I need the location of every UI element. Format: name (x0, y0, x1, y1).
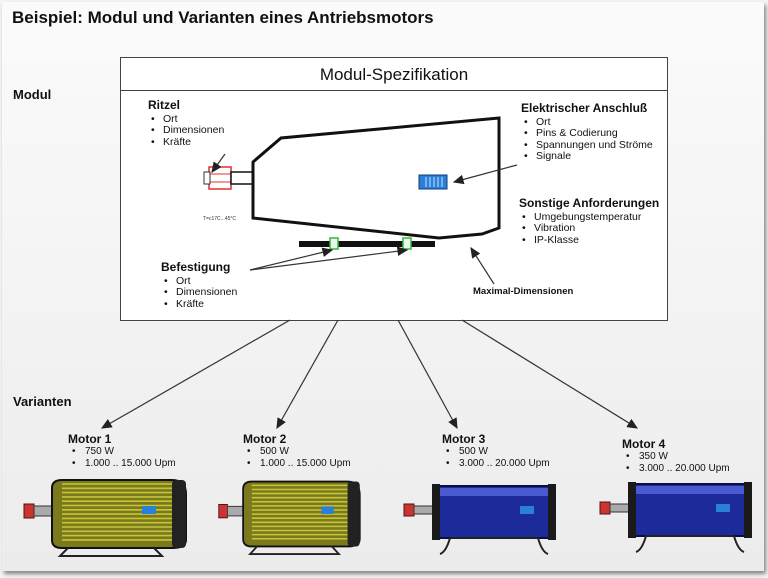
motor-power: 350 W (622, 451, 730, 463)
arrow-motor-2 (276, 319, 339, 430)
motor-power: 500 W (243, 446, 351, 458)
group-sonstige: Sonstige Anforderungen Umgebungstemperat… (519, 196, 660, 247)
arrow-motor-1 (100, 319, 291, 429)
motor-outline (251, 116, 501, 240)
mount-point-icon (329, 237, 339, 250)
arrow-motor-3 (397, 319, 458, 430)
list-item: Spannungen und Ströme (521, 139, 653, 152)
motor-name: Motor 4 (622, 437, 666, 451)
arrow-anschluss (452, 164, 518, 185)
max-dimensions-label: Maximal-Dimensionen (473, 286, 574, 297)
group-ritzel: Ritzel Ort Dimensionen Kräfte (148, 98, 224, 149)
list-item: Dimensionen (161, 286, 237, 299)
group-sonstige-heading: Sonstige Anforderungen (519, 196, 660, 210)
motor-speed: 1.000 .. 15.000 Upm (243, 458, 351, 470)
module-spec-divider (121, 90, 667, 91)
motor-name: Motor 3 (442, 432, 486, 446)
motor-name: Motor 1 (68, 432, 112, 446)
arrow-befestigung-2 (249, 246, 409, 271)
motor-outline-drawing (203, 116, 501, 250)
group-elektrisch: Elektrischer Anschluß Ort Pins & Codieru… (521, 101, 653, 163)
temperature-annotation: T=c17C...45°C (203, 216, 236, 222)
motor-3-label: Motor 3500 W3.000 .. 20.000 Upm (442, 433, 550, 470)
motor-base (299, 241, 435, 247)
module-spec-title: Modul-Spezifikation (319, 65, 469, 84)
section-label-varianten: Varianten (13, 394, 72, 409)
motor-3-image (402, 476, 560, 556)
motor-name: Motor 2 (243, 432, 287, 446)
group-befestigung: Befestigung Ort Dimensionen Kräfte (161, 260, 237, 311)
section-label-modul: Modul (13, 87, 52, 102)
module-spec-box: Modul-Spezifikation T=c17C...45°C (120, 57, 668, 321)
list-item: Kräfte (161, 298, 237, 311)
arrow-max-dim (470, 246, 495, 285)
motor-1-label: Motor 1750 W1.000 .. 15.000 Upm (68, 433, 176, 470)
motor-2-label: Motor 2500 W1.000 .. 15.000 Upm (243, 433, 351, 470)
motor-speed: 3.000 .. 20.000 Upm (442, 458, 550, 470)
list-item: Umgebungstemperatur (519, 211, 659, 224)
list-item: Signale (521, 150, 653, 163)
page-title: Beispiel: Modul und Varianten eines Antr… (12, 8, 434, 27)
list-item: Dimensionen (148, 124, 224, 137)
motor-power: 750 W (68, 446, 176, 458)
arrow-befestigung-1 (249, 247, 334, 271)
motor-4-label: Motor 4350 W3.000 .. 20.000 Upm (622, 438, 730, 475)
list-item: Ort (161, 275, 237, 288)
motor-1-image (22, 470, 192, 558)
group-elektrisch-heading: Elektrischer Anschluß (521, 101, 648, 115)
arrow-ritzel (211, 153, 226, 173)
arrow-motor-4 (461, 319, 639, 429)
motor-4-image (598, 474, 756, 554)
motor-speed: 3.000 .. 20.000 Upm (622, 463, 730, 475)
list-item: Pins & Codierung (521, 127, 653, 140)
motor-speed: 1.000 .. 15.000 Upm (68, 458, 176, 470)
group-ritzel-heading: Ritzel (148, 98, 181, 112)
motor-2-image (217, 472, 365, 556)
slide: Beispiel: Modul und Varianten eines Antr… (2, 2, 764, 571)
list-item: Kräfte (148, 136, 224, 149)
group-befestigung-heading: Befestigung (161, 260, 231, 274)
list-item: Ort (521, 116, 653, 129)
list-item: IP-Klasse (519, 234, 659, 247)
list-item: Ort (148, 113, 224, 126)
list-item: Vibration (519, 222, 659, 235)
motor-power: 500 W (442, 446, 550, 458)
